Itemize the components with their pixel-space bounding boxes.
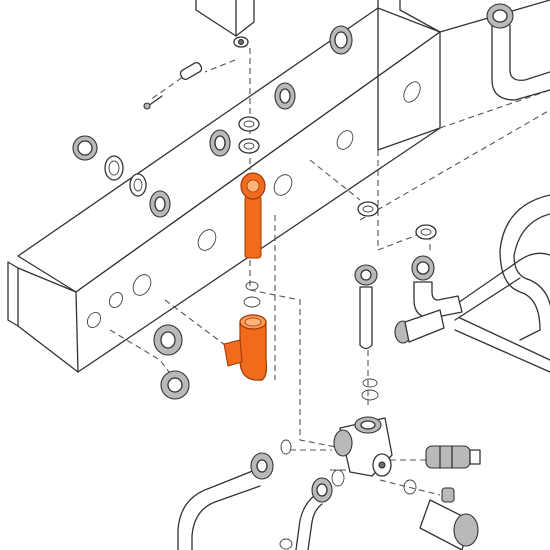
mounting-rail <box>7 0 441 373</box>
left-lower-fittings <box>153 324 190 400</box>
right-elbow-pipe <box>411 255 463 319</box>
rail-holes <box>86 81 421 328</box>
upper-bracket <box>195 0 255 37</box>
rail-nuts <box>209 25 353 157</box>
left-nut-stack <box>72 135 171 218</box>
lower-right-valve <box>425 445 481 469</box>
lower-right-tap <box>419 487 479 550</box>
top-mount-stud <box>233 36 249 48</box>
lower-middle-pipe <box>295 477 333 550</box>
lower-left-pipe <box>177 452 274 550</box>
right-washers <box>357 201 437 240</box>
small-pin <box>179 61 203 81</box>
tee-fitting <box>333 416 393 477</box>
right-coil-pipe <box>454 194 550 373</box>
highlighted-bolt <box>240 172 266 259</box>
right-connector <box>394 309 445 344</box>
lower-washers <box>279 439 417 550</box>
highlighted-elbow <box>223 314 268 381</box>
middle-tube <box>354 264 378 350</box>
top-right-pipe <box>486 3 550 101</box>
small-screw <box>143 95 163 110</box>
o-rings <box>243 281 379 401</box>
